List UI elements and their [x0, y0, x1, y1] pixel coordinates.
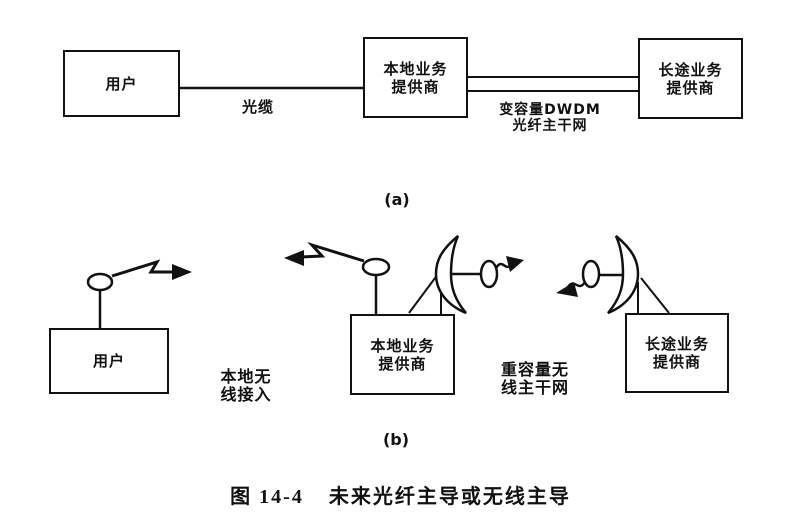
figure-caption: 图 14-4 未来光纤主导或无线主导: [0, 480, 801, 509]
whip-antenna-icon: [361, 257, 391, 316]
box-label: 用户: [105, 74, 138, 93]
box-label: 提供商: [666, 78, 715, 97]
figure-title: 未来光纤主导或无线主导: [328, 486, 571, 508]
radio-signal-arrow-icon: [284, 241, 365, 266]
box-long-distance-provider-a: 长途业务 提供商: [638, 38, 743, 119]
box-long-distance-provider-b: 长途业务 提供商: [625, 313, 729, 393]
box-label: 长途业务: [658, 60, 723, 79]
label-local-wireless-access: 本地无 线接入: [220, 367, 272, 404]
figure-number: 图 14-4: [230, 486, 304, 508]
box-local-provider-b: 本地业务 提供商: [350, 314, 455, 395]
label-dwdm-backbone: 变容量DWDM 光纤主干网: [499, 102, 601, 134]
satellite-dish-icon: [408, 235, 524, 315]
box-user-a: 用户: [63, 50, 180, 117]
box-label: 提供商: [391, 77, 440, 96]
panel-b-label: (b): [382, 430, 410, 449]
label-optical-cable: 光缆: [241, 98, 274, 116]
box-label: 提供商: [378, 354, 427, 373]
box-label: 用户: [92, 352, 125, 370]
box-label: 提供商: [652, 353, 701, 371]
dwdm-trunk-pipe: [464, 76, 638, 92]
box-label: 长途业务: [644, 335, 709, 353]
box-user-b: 用户: [49, 328, 169, 394]
box-label: 本地业务: [370, 336, 435, 355]
panel-a-label: (a): [384, 190, 410, 209]
satellite-dish-icon: [556, 235, 670, 315]
label-wireless-backbone: 重容量无 线主干网: [500, 360, 569, 397]
box-label: 本地业务: [383, 59, 448, 78]
box-local-provider-a: 本地业务 提供商: [363, 37, 468, 118]
radio-signal-arrow-icon: [111, 259, 192, 280]
whip-antenna-icon: [86, 272, 114, 330]
